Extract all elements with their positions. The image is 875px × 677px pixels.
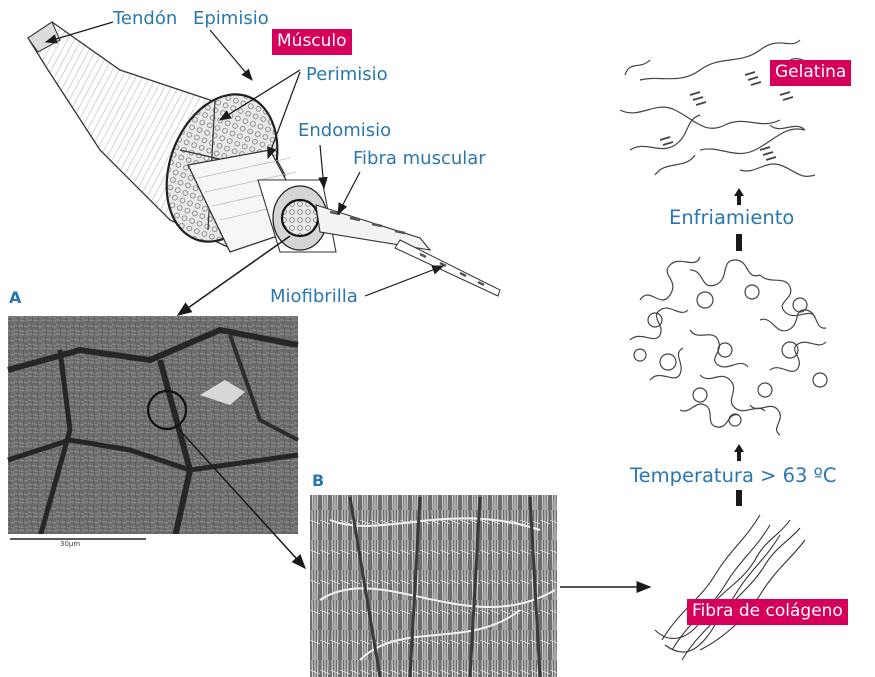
- label-fibra-muscular: Fibra muscular: [353, 150, 486, 168]
- tag-musculo: Músculo: [272, 29, 352, 55]
- tag-gelatina: Gelatina: [770, 60, 851, 86]
- label-enfriamiento: Enfriamiento: [669, 208, 794, 228]
- label-epimisio: Epimisio: [193, 10, 269, 28]
- label-perimisio: Perimisio: [306, 66, 388, 84]
- scale-bar-label-a: 30µm: [60, 540, 80, 548]
- label-miofibrilla: Miofibrilla: [270, 288, 358, 306]
- label-tendon: Tendón: [113, 10, 177, 28]
- tag-fibra-colageno: Fibra de colágeno: [687, 599, 848, 625]
- label-temperatura: Temperatura > 63 ºC: [630, 466, 836, 486]
- panel-label-a: A: [9, 288, 21, 307]
- random-coil-illustration: [630, 257, 827, 435]
- process-arrows: [734, 188, 744, 506]
- collagen-fiber-illustration: [655, 515, 805, 660]
- panel-label-b: B: [312, 471, 324, 490]
- sem-image-b: [310, 495, 557, 677]
- label-endomisio: Endomisio: [298, 122, 391, 140]
